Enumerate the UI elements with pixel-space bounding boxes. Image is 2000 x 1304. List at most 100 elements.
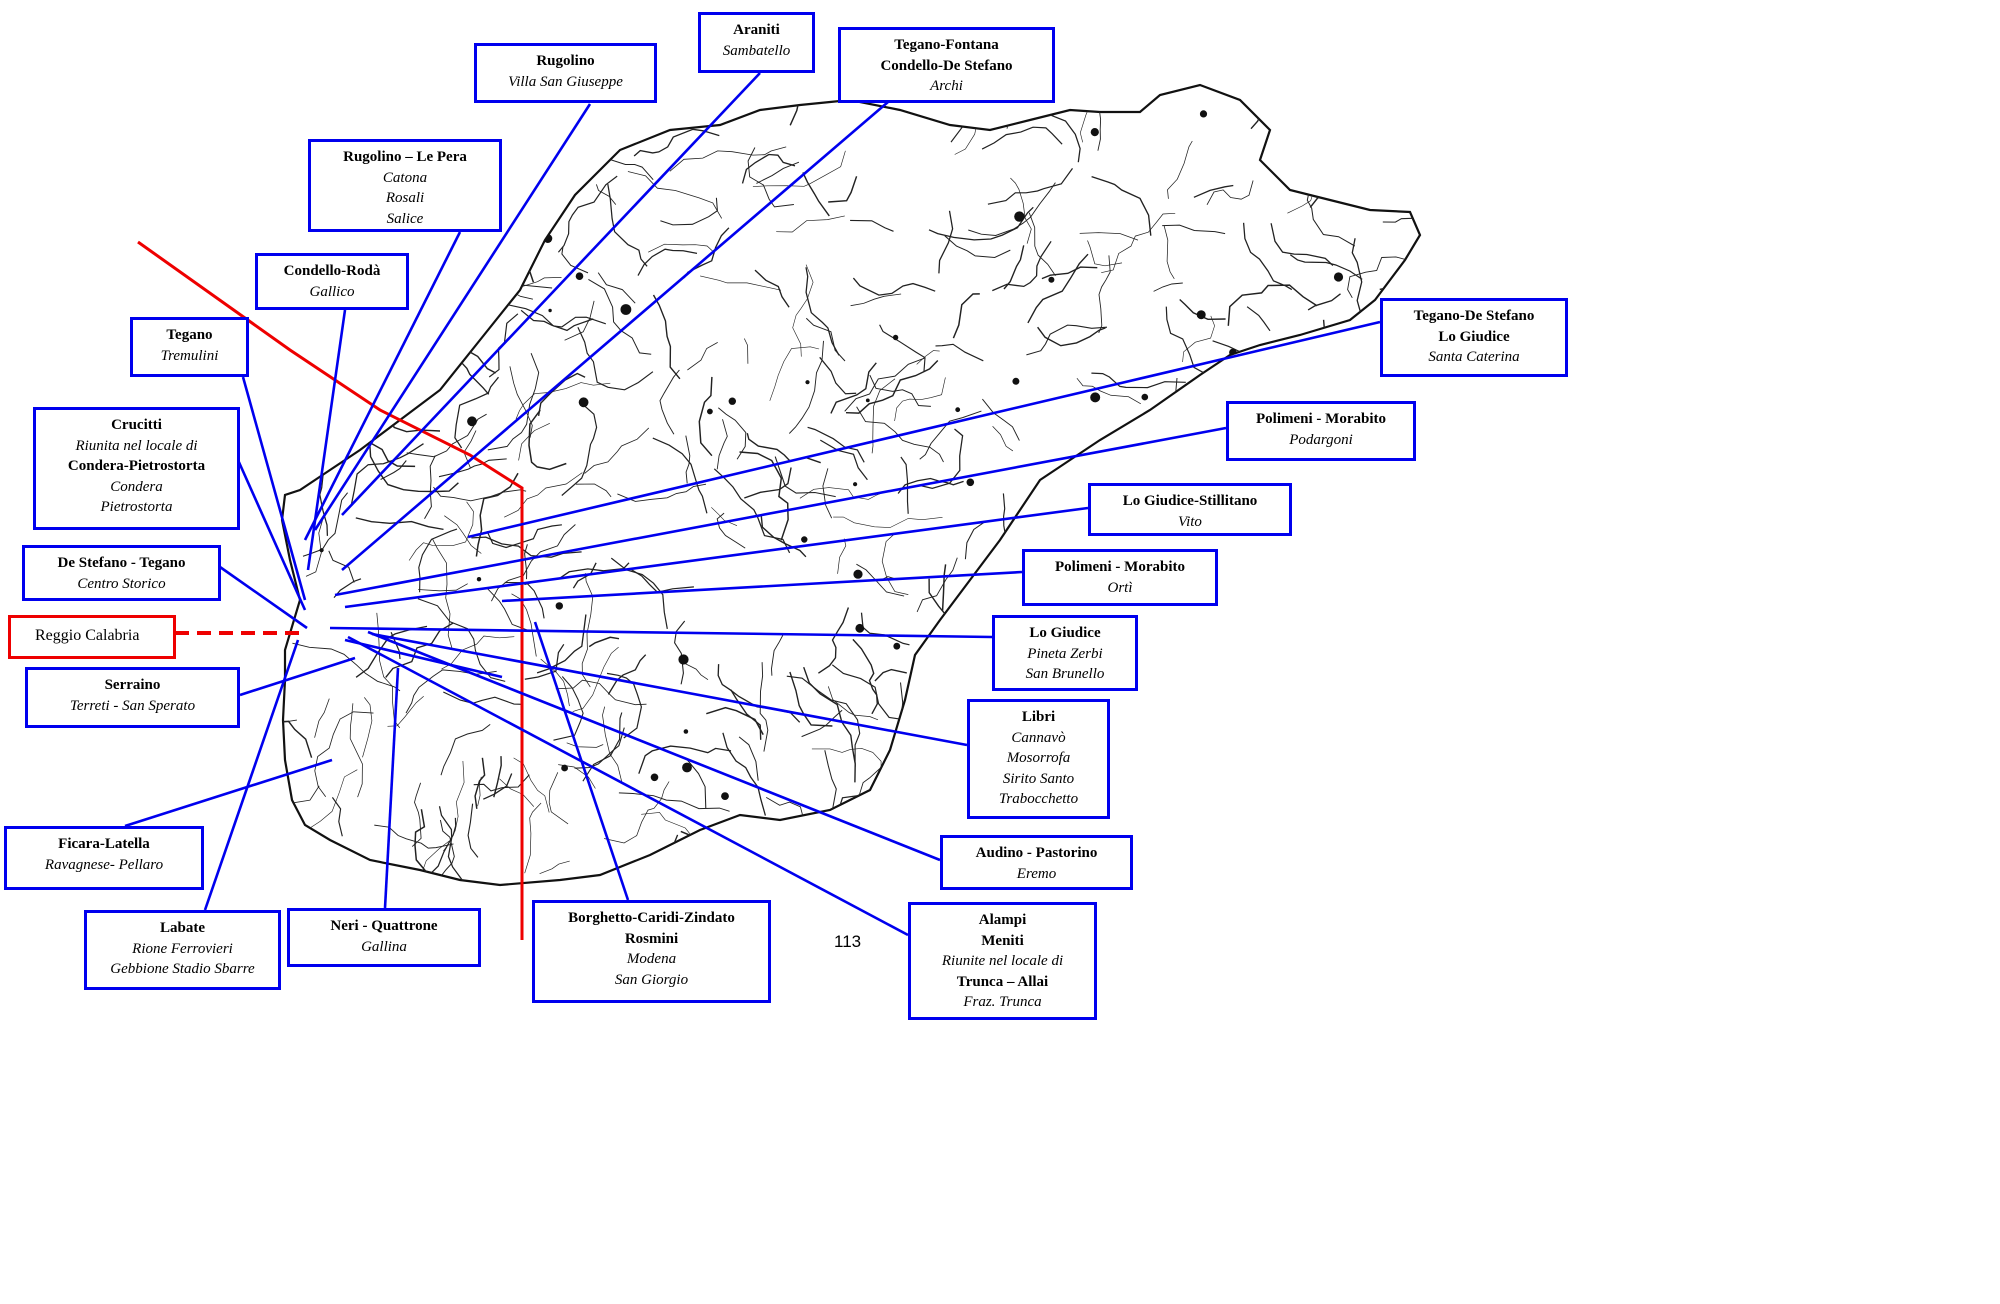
connector-libri xyxy=(371,632,968,747)
province-outline xyxy=(280,83,1422,887)
connector-crucitti xyxy=(236,459,307,611)
locality-name: Archi xyxy=(930,78,963,94)
connector-lo-giudice xyxy=(329,626,993,639)
locality-name: Tremulini xyxy=(160,347,219,364)
locality-name: Sambatello xyxy=(722,42,791,59)
connector-labate xyxy=(203,639,300,911)
clan-name: Condera-Pietrostorta xyxy=(67,458,206,474)
clan-name: Libri xyxy=(1021,709,1056,725)
clan-name: Alampi xyxy=(978,912,1027,928)
locality-name: Salice xyxy=(386,210,424,227)
locality-name: Gallico xyxy=(309,283,355,300)
locality-name: San Brunello xyxy=(1025,666,1105,682)
locality-name: Pietrostorta xyxy=(100,499,173,515)
clan-name: Tegano-Fontana xyxy=(894,37,999,53)
connector-polimeni-podargoni xyxy=(334,426,1227,597)
connector-rugolino-le-pera xyxy=(303,231,462,541)
locality-name: Cannavò xyxy=(1011,729,1066,746)
clan-name: Borghetto-Caridi-Zindato xyxy=(568,910,735,926)
clan-name: Condello-Rodà xyxy=(283,263,381,279)
clan-name: Labate xyxy=(160,920,205,936)
locality-name: Centro Storico xyxy=(77,575,166,592)
clan-name: Meniti xyxy=(981,932,1024,949)
connector-neri-quattrone xyxy=(383,667,400,909)
locality-name: Sirito Santo xyxy=(1002,770,1075,787)
clan-name: Trunca – Allai xyxy=(956,973,1049,990)
clan-name: Crucitti xyxy=(111,417,162,433)
clan-name: Araniti xyxy=(733,22,780,38)
locality-name: Gebbione Stadio Sbarre xyxy=(110,961,255,977)
locality-name: Mosorrofa xyxy=(1006,750,1071,766)
connector-tegano-de-stefano xyxy=(467,320,1381,539)
connector-polimeni-orti xyxy=(501,570,1023,603)
connector-araniti xyxy=(341,72,761,516)
locality-name: Villa San Giuseppe xyxy=(508,73,623,90)
clan-name: Lo Giudice-Stillitano xyxy=(1122,493,1258,509)
clan-name: Rugolino – Le Pera xyxy=(343,149,467,165)
locality-name: Rione Ferrovieri xyxy=(132,940,233,957)
locality-name: Catona xyxy=(382,169,428,186)
locality-name: Pineta Zerbi xyxy=(1027,645,1103,662)
clan-name: Lo Giudice xyxy=(1029,625,1101,641)
locality-name: Ortì xyxy=(1107,579,1133,596)
clan-name: Tegano-De Stefano xyxy=(1413,308,1535,324)
locality-name: Santa Caterina xyxy=(1428,349,1520,365)
clan-name: Serraino xyxy=(104,677,161,693)
boundary-line xyxy=(137,240,524,940)
locality-name: Fraz. Trunca xyxy=(963,994,1042,1010)
clan-name: Polimeni - Morabito xyxy=(1256,411,1386,427)
clan-name: Audino - Pastorino xyxy=(975,845,1098,861)
clan-name: Lo Giudice xyxy=(1438,328,1510,345)
locality-name: Vito xyxy=(1178,513,1202,530)
connector-lo-giudice-stillitano xyxy=(344,506,1089,609)
clan-name: Ficara-Latella xyxy=(58,836,150,852)
connector-condello-roda xyxy=(306,309,347,571)
locality-name: Ravagnese- Pellaro xyxy=(44,856,164,873)
connector-rugolino xyxy=(313,103,592,531)
locality-name: Gallina xyxy=(361,938,407,955)
page-number: 113 xyxy=(834,932,862,951)
locality-name: Riunite nel locale di xyxy=(941,953,1064,969)
clan-name: De Stefano - Tegano xyxy=(57,555,186,571)
locality-name: Trabocchetto xyxy=(998,791,1079,807)
locality-name: Podargoni xyxy=(1289,431,1353,448)
clan-name: Rugolino xyxy=(536,53,595,69)
connector-ficara-latella xyxy=(124,758,333,828)
locality-name: Eremo xyxy=(1016,865,1057,882)
locality-name: Condera xyxy=(110,478,163,495)
connector-tegano-fontana xyxy=(341,101,889,571)
connector-tegano xyxy=(241,376,307,601)
locality-name: Modena xyxy=(626,951,677,967)
connector-extra xyxy=(344,638,503,679)
connector-audino-pastorino xyxy=(367,630,941,862)
connector-de-stefano-tegano xyxy=(219,565,308,630)
locality-name: Rosali xyxy=(385,190,425,206)
connector-alampi-meniti xyxy=(347,635,909,937)
locality-name: San Giorgio xyxy=(614,971,689,988)
locality-name: Riunita nel locale di xyxy=(75,437,198,454)
clan-name: Condello-De Stefano xyxy=(880,57,1013,74)
clan-name: Polimeni - Morabito xyxy=(1055,559,1185,575)
city-label-reggio-calabria: Reggio Calabria xyxy=(8,615,176,659)
connector-lines xyxy=(124,72,1381,937)
